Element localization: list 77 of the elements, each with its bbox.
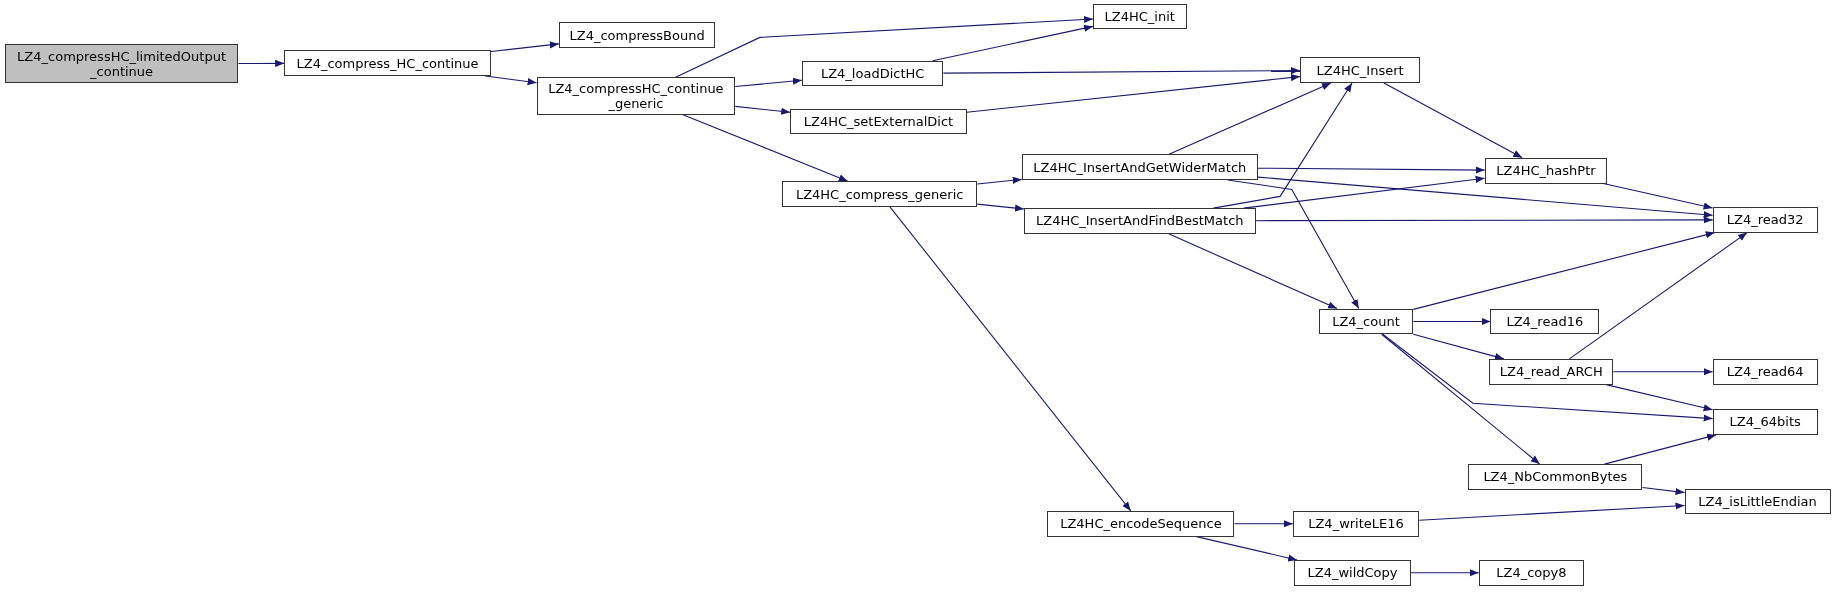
function-box [1093,3,1187,30]
arrow [1418,502,1686,521]
arrow [976,203,1025,212]
function-box [536,77,736,115]
function-box [1712,358,1818,385]
function-box [1489,358,1614,385]
arrow [1233,520,1294,528]
function-name: LZ4_wildCopy [1307,565,1398,581]
function-box [4,44,239,83]
function-box [1024,208,1256,234]
function-name: LZ4_compressHC_limitedOutput _continue [16,48,227,79]
function-name: LZ4HC_setExternalDict [803,114,954,130]
function-box [1292,510,1420,537]
arrow [675,15,1094,78]
function-name: LZ4HC_hashPtr [1496,163,1596,179]
arrow [1257,176,1714,219]
function-box [1484,157,1608,184]
function-box [1294,559,1411,586]
function-box [1021,154,1258,180]
arrow [1412,231,1716,310]
function-name: LZ4_copy8 [1496,565,1567,581]
function-name: LZ4_compressHC_continue _generic [547,80,725,111]
arrow [734,105,791,115]
function-name: LZ4HC_InsertAndGetWiderMatch [1033,159,1247,175]
function-box [1299,57,1421,83]
function-name: LZ4_count [1332,313,1400,329]
arrow [1383,82,1523,159]
arrow [1603,433,1717,465]
arrow [942,67,1301,75]
function-box [1712,206,1818,233]
function-name: LZ4_read32 [1726,212,1804,228]
arrow [237,59,285,67]
function-box [1684,488,1831,515]
arrow [889,206,1132,512]
arrow [1412,333,1505,360]
arrow [966,74,1301,113]
function-name: LZ4_read_ARCH [1499,364,1603,380]
function-box [1047,510,1235,537]
function-name: LZ4_NbCommonBytes [1483,469,1628,485]
arrow [1257,166,1486,174]
arrow [490,41,560,53]
arrow [932,24,1094,62]
arrow [1168,82,1332,155]
arrow [1410,569,1480,577]
arrow [1168,233,1338,310]
function-name: LZ4HC_Insert [1316,62,1404,78]
arrow [1612,368,1714,376]
arrow [1412,317,1492,326]
function-box [284,50,491,76]
function-box [1712,409,1818,435]
function-name: LZ4HC_InsertAndFindBestMatch [1036,213,1244,229]
function-box [1490,308,1600,335]
arrow [734,77,803,88]
function-name: LZ4_compressBound [569,27,705,43]
arrow [1254,216,1714,224]
function-name: LZ4HC_compress_generic [795,186,964,202]
function-box [790,108,967,135]
function-name: LZ4_writeLE16 [1308,516,1404,532]
arrow [1568,232,1748,360]
function-name: LZ4HC_init [1104,8,1175,24]
arrow [976,176,1023,185]
function-name: LZ4_loadDictHC [820,66,925,82]
function-box [782,181,978,207]
function-box [558,22,716,48]
arrow [1381,333,1541,465]
function-box [801,60,944,87]
function-name: LZ4_read16 [1506,313,1584,329]
arrow [1382,333,1714,422]
function-box [1468,464,1643,490]
function-name: LZ4_isLittleEndian [1698,494,1817,509]
function-box [1478,559,1584,586]
function-name: LZ4_64bits [1729,414,1801,430]
function-name: LZ4HC_encodeSequence [1060,516,1222,532]
function-box [1318,308,1414,335]
function-name: LZ4_compress_HC_continue [296,55,479,71]
arrow [1641,486,1686,496]
function-name: LZ4_read64 [1726,364,1804,380]
